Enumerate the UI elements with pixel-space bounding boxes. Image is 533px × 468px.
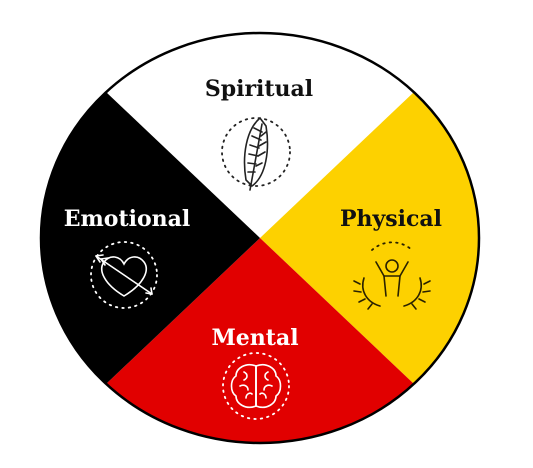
person-laurel-icon — [353, 241, 431, 310]
label-mental: Mental — [211, 325, 298, 351]
label-spiritual: Spiritual — [205, 76, 313, 102]
wheel-outline — [39, 31, 481, 445]
label-emotional: Emotional — [64, 206, 191, 232]
quadrant-mental — [106, 238, 414, 444]
heart-arrow-icon — [90, 241, 158, 309]
feather-icon — [221, 116, 291, 191]
quadrant-physical — [260, 92, 480, 384]
quadrant-emotional — [40, 92, 260, 384]
label-physical: Physical — [340, 206, 442, 232]
brain-icon — [222, 352, 290, 420]
